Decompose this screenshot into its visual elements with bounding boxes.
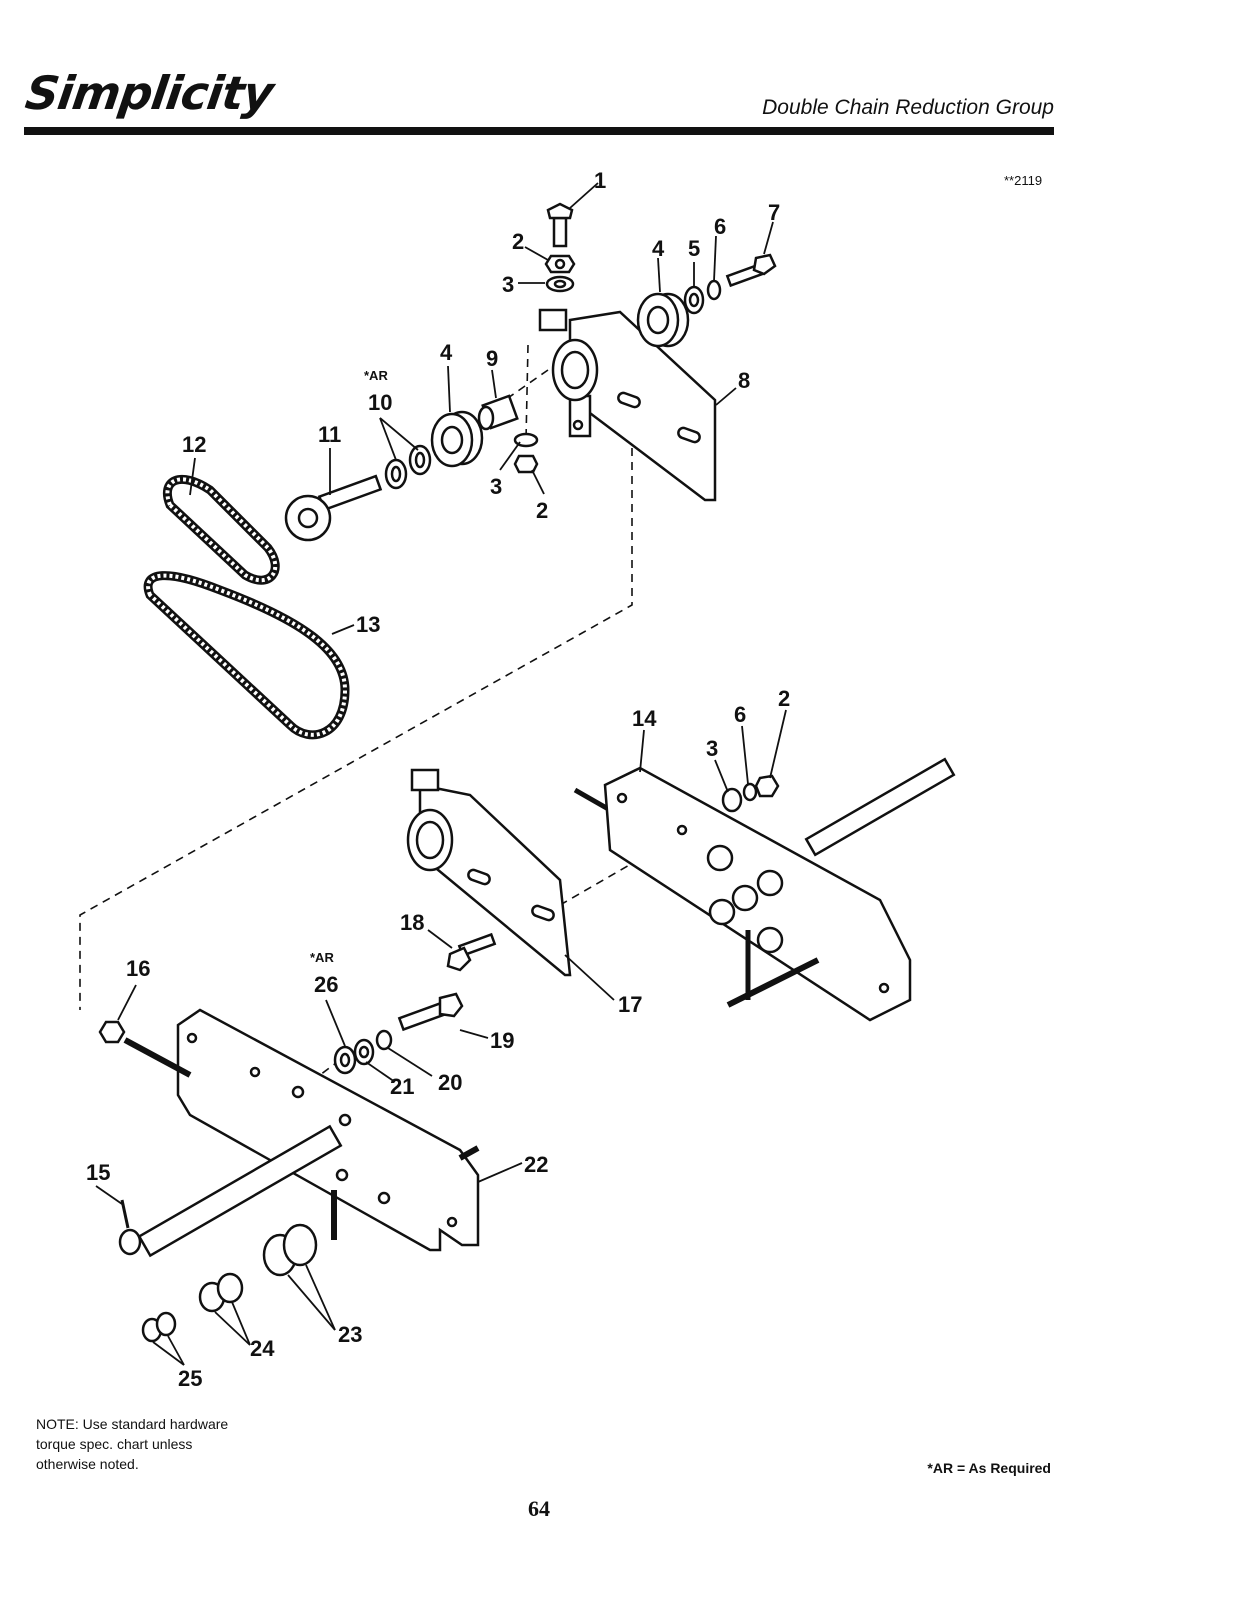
callout-6-top: 6 <box>714 214 726 239</box>
rings-25 <box>141 1311 177 1343</box>
brand-logo: Simplicity <box>22 66 277 120</box>
callout-12: 12 <box>182 432 206 457</box>
callout-7: 7 <box>768 200 780 225</box>
callout-10: 10 <box>368 390 392 415</box>
note-line-2: torque spec. chart unless <box>36 1436 193 1452</box>
bearing-4-right <box>636 292 690 348</box>
chain-12 <box>162 474 280 585</box>
callout-2-right: 2 <box>778 686 790 711</box>
rings-24 <box>198 1272 244 1313</box>
washer-26 <box>333 1045 357 1075</box>
lockwasher-20 <box>375 1029 393 1051</box>
nut-2-right <box>754 774 780 798</box>
callout-18: 18 <box>400 910 424 935</box>
callout-3-right: 3 <box>706 736 718 761</box>
callout-17: 17 <box>618 992 642 1017</box>
callout-14: 14 <box>632 706 657 731</box>
bracket-8 <box>538 308 717 502</box>
callout-21: 21 <box>390 1074 414 1099</box>
callout-ar-lower: *AR <box>310 950 334 965</box>
callout-8: 8 <box>738 368 750 393</box>
callout-19: 19 <box>490 1028 514 1053</box>
nut-2-top <box>544 254 576 274</box>
callout-9: 9 <box>486 346 498 371</box>
plate-14 <box>573 757 956 1022</box>
note-line-3: otherwise noted. <box>36 1456 139 1472</box>
leader-lines <box>95 182 787 1366</box>
torque-note: NOTE: Use standard hardware torque spec.… <box>36 1414 296 1474</box>
callout-22: 22 <box>524 1152 548 1177</box>
pin-15 <box>120 1199 130 1229</box>
callout-4-right: 4 <box>652 236 665 261</box>
callout-16: 16 <box>126 956 150 981</box>
callout-3-top: 3 <box>502 272 514 297</box>
section-title: Double Chain Reduction Group <box>762 96 1054 119</box>
callout-4-left: 4 <box>440 340 453 365</box>
bolt-7 <box>725 253 777 288</box>
callout-ar-top: *AR <box>364 368 388 383</box>
callout-15: 15 <box>86 1160 110 1185</box>
callout-20: 20 <box>438 1070 462 1095</box>
bolt-1 <box>546 202 574 248</box>
shaft-lower <box>118 1124 343 1258</box>
nut-16 <box>98 1020 126 1044</box>
chain-13 <box>143 571 350 740</box>
callout-26: 26 <box>314 972 338 997</box>
callout-24: 24 <box>250 1336 275 1361</box>
callout-11: 11 <box>318 422 341 447</box>
callout-25: 25 <box>178 1366 202 1391</box>
bracket-17 <box>406 768 572 977</box>
sprocket-11 <box>284 474 383 542</box>
lockwasher-6-top <box>706 279 722 301</box>
lockwasher-6-right <box>742 782 758 802</box>
note-line-1: NOTE: Use standard hardware <box>36 1416 229 1432</box>
callout-2-lower: 2 <box>536 498 548 523</box>
washer-3-top <box>545 275 575 293</box>
rings-23 <box>262 1223 318 1277</box>
callout-3-lower: 3 <box>490 474 502 499</box>
washer-5 <box>683 285 705 315</box>
nut-2-lower <box>513 454 539 474</box>
callout-13: 13 <box>356 612 380 637</box>
spacer-9 <box>477 394 519 431</box>
page-number: 64 <box>528 1496 550 1521</box>
washer-3-right <box>721 787 743 813</box>
reference-number: **2119 <box>1004 173 1043 188</box>
callout-23: 23 <box>338 1322 362 1347</box>
callout-2-top: 2 <box>512 229 524 254</box>
bolt-19 <box>397 992 464 1032</box>
callout-1: 1 <box>594 168 606 193</box>
washer-3-lower <box>513 432 539 448</box>
washer-21 <box>353 1038 375 1066</box>
exploded-parts-diagram: 1 2 3 4 5 6 7 8 9 4 *AR 10 11 12 13 3 2 … <box>79 168 956 1391</box>
header-rule <box>24 127 1054 135</box>
callout-5: 5 <box>688 236 700 261</box>
bearing-4-left <box>430 410 484 468</box>
as-required-legend: *AR = As Required <box>927 1460 1051 1476</box>
bolt-18 <box>446 932 497 972</box>
callout-6-right: 6 <box>734 702 746 727</box>
